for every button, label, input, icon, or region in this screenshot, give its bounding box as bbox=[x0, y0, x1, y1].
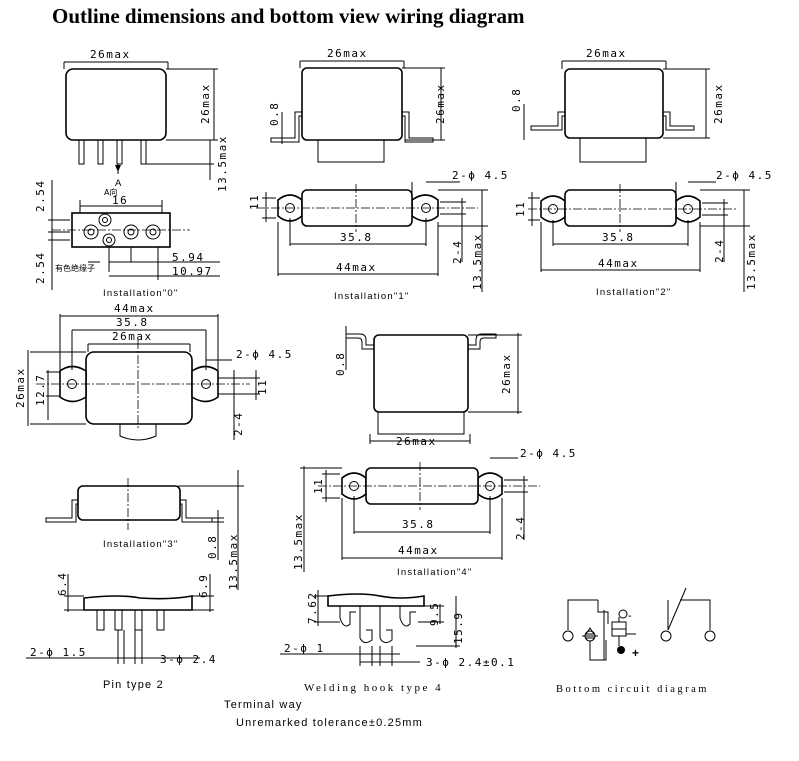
installation-2-side-view bbox=[523, 60, 710, 163]
installation-4-bottom-view bbox=[300, 457, 540, 572]
inst3-depth-dim: 13.5max bbox=[227, 533, 240, 590]
inst4-slot-dim: 2-4 bbox=[514, 516, 527, 540]
hook-15-9-dim: 15.9 bbox=[452, 612, 465, 645]
inst2-width-dim: 26max bbox=[586, 47, 627, 60]
inst1-flange-dim: 0.8 bbox=[268, 102, 281, 126]
inst3-length-dim: 44max bbox=[114, 302, 155, 315]
installation-3-top-view bbox=[27, 314, 260, 441]
inst1-depth-dim: 13.5max bbox=[471, 233, 484, 290]
inst0-pin-length-dim: 13.5max bbox=[216, 135, 229, 192]
installation-2-caption: Installation"2" bbox=[596, 287, 671, 298]
welding-hook-type-4-drawing bbox=[280, 590, 460, 666]
inst0-height-dim: 26max bbox=[199, 83, 212, 124]
terminal-way-label: Terminal way bbox=[224, 699, 303, 711]
installation-0-side-view bbox=[63, 61, 218, 180]
inst3-width-dim: 26max bbox=[112, 330, 153, 343]
inst3-hole-dim: 2-ϕ 4.5 bbox=[236, 348, 293, 361]
view-a-arrow-label: A bbox=[115, 178, 123, 189]
pin-body-height-right-dim: 6.9 bbox=[197, 574, 210, 598]
inst2-flange-dim: 0.8 bbox=[510, 88, 523, 112]
hook-9-5-dim: 9.5 bbox=[428, 602, 441, 626]
inst4-length-dim: 44max bbox=[398, 544, 439, 557]
inst2-hole-dim: 2-ϕ 4.5 bbox=[716, 169, 773, 182]
inst4-flange-dim: 0.8 bbox=[334, 352, 347, 376]
inst2-length-dim: 44max bbox=[598, 257, 639, 270]
inst3-ear-height-dim: 11 bbox=[256, 379, 269, 395]
coil-plus-label: + bbox=[632, 646, 640, 660]
inst3-hole-spacing-dim: 35.8 bbox=[116, 316, 149, 329]
page-title: Outline dimensions and bottom view wirin… bbox=[52, 4, 525, 28]
inst1-slot-dim: 2-4 bbox=[451, 240, 464, 264]
installation-3-side-view bbox=[45, 470, 244, 590]
welding-hook-caption: Welding hook type 4 bbox=[304, 682, 443, 694]
colored-insulator-label: 有色绝缘子 bbox=[55, 263, 95, 273]
inst0-offset-dim: 5.94 bbox=[172, 251, 205, 264]
inst2-hole-spacing-dim: 35.8 bbox=[602, 231, 635, 244]
inst2-ear-height-dim: 11 bbox=[514, 201, 527, 217]
installation-1-side-view bbox=[270, 60, 445, 163]
view-a-direction-label: A向 bbox=[104, 187, 117, 197]
inst1-ear-height-dim: 11 bbox=[248, 194, 261, 210]
inst3-slot-dim: 2-4 bbox=[232, 412, 245, 436]
inst0-offset-total-dim: 10.97 bbox=[172, 265, 213, 278]
inst4-depth-dim: 13.5max bbox=[292, 513, 305, 570]
bottom-circuit-caption: Bottom circuit diagram bbox=[556, 684, 709, 695]
hook-7-62-dim: 7.62 bbox=[306, 592, 319, 625]
inst0-pitch-bottom-dim: 2.54 bbox=[34, 252, 47, 285]
pin-body-height-dim: 6.4 bbox=[56, 572, 69, 596]
installation-4-caption: Installation"4" bbox=[397, 567, 472, 578]
pin-dia-2-4-dim: 3-ϕ 2.4 bbox=[160, 653, 217, 666]
installation-1-caption: Installation"1" bbox=[334, 291, 409, 302]
inst0-width-dim: 26max bbox=[90, 48, 131, 61]
inst4-width-dim: 26max bbox=[396, 435, 437, 448]
hook-dia-2-4-dim: 3-ϕ 2.4±0.1 bbox=[426, 656, 515, 669]
inst1-hole-spacing-dim: 35.8 bbox=[340, 231, 373, 244]
inst1-hole-dim: 2-ϕ 4.5 bbox=[452, 169, 509, 182]
inst1-width-dim: 26max bbox=[327, 47, 368, 60]
installation-0-bottom-view bbox=[48, 180, 220, 290]
inst2-slot-dim: 2-4 bbox=[713, 239, 726, 263]
pin-dia-1-5-dim: 2-ϕ 1.5 bbox=[30, 646, 87, 659]
coil-minus-label: - bbox=[628, 610, 633, 622]
hook-dia-1-dim: 2-ϕ 1 bbox=[284, 642, 325, 655]
tolerance-note: Unremarked tolerance±0.25mm bbox=[236, 717, 423, 729]
installation-1-bottom-view bbox=[256, 181, 488, 292]
inst0-pin-span-dim: 16 bbox=[112, 194, 128, 207]
inst0-pitch-top-dim: 2.54 bbox=[34, 180, 47, 213]
inst1-length-dim: 44max bbox=[336, 261, 377, 274]
installation-3-caption: Installation"3" bbox=[103, 539, 178, 550]
inst1-height-dim: 26max bbox=[434, 83, 447, 124]
installation-0-caption: Installation"0" bbox=[103, 288, 178, 299]
inst4-hole-dim: 2-ϕ 4.5 bbox=[520, 447, 577, 460]
inst2-depth-dim: 13.5max bbox=[745, 233, 758, 290]
installation-4-side-view bbox=[345, 326, 522, 444]
installation-2-bottom-view bbox=[528, 181, 750, 292]
inst4-height-dim: 26max bbox=[500, 353, 513, 394]
inst3-height-dim: 26max bbox=[14, 367, 27, 408]
inst3-flange-dim: 0.8 bbox=[206, 535, 219, 559]
inst2-height-dim: 26max bbox=[712, 83, 725, 124]
bottom-circuit-diagram bbox=[562, 587, 716, 661]
inst4-ear-height-dim: 11 bbox=[312, 478, 325, 494]
inst3-offset-dim: 12.7 bbox=[34, 374, 47, 407]
pin-type-2-drawing bbox=[26, 574, 214, 664]
pin-type-caption: Pin type 2 bbox=[103, 679, 164, 691]
inst4-hole-spacing-dim: 35.8 bbox=[402, 518, 435, 531]
